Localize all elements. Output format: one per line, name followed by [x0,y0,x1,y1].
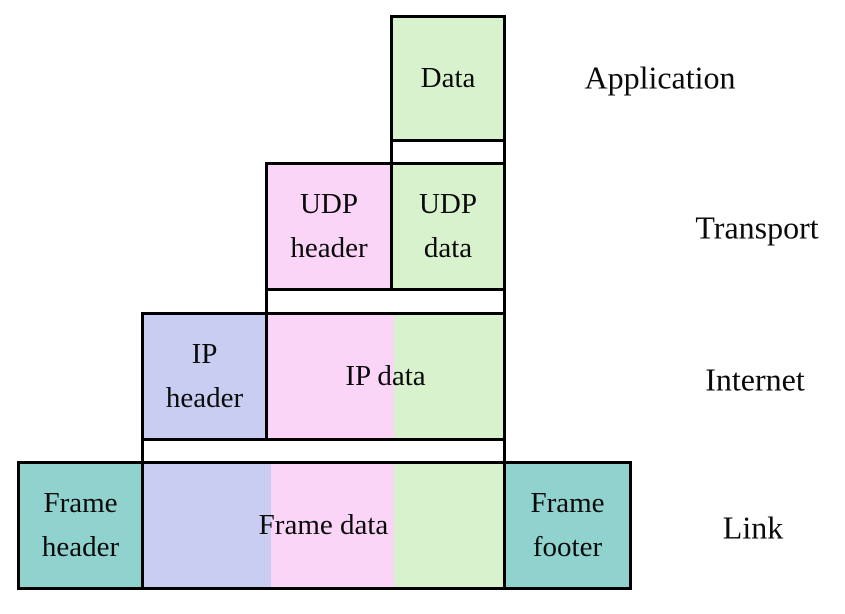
layer-label-transport: Transport [695,209,819,246]
data-box: Data [390,15,506,142]
layer-label-application: Application [584,59,736,96]
frame-data-box: Frame data [141,461,506,590]
frame-header-box: Frame header [17,461,144,590]
ip-header-box: IP header [141,312,268,441]
frame-footer-box: Frame footer [503,461,632,590]
layer-label-internet: Internet [705,361,805,398]
udp-data-box: UDP data [390,162,506,291]
transport-internet-gap-box [265,288,506,315]
layer-label-link: Link [722,509,784,546]
udp-header-box: UDP header [265,162,393,291]
ip-data-box: IP data [265,312,506,441]
